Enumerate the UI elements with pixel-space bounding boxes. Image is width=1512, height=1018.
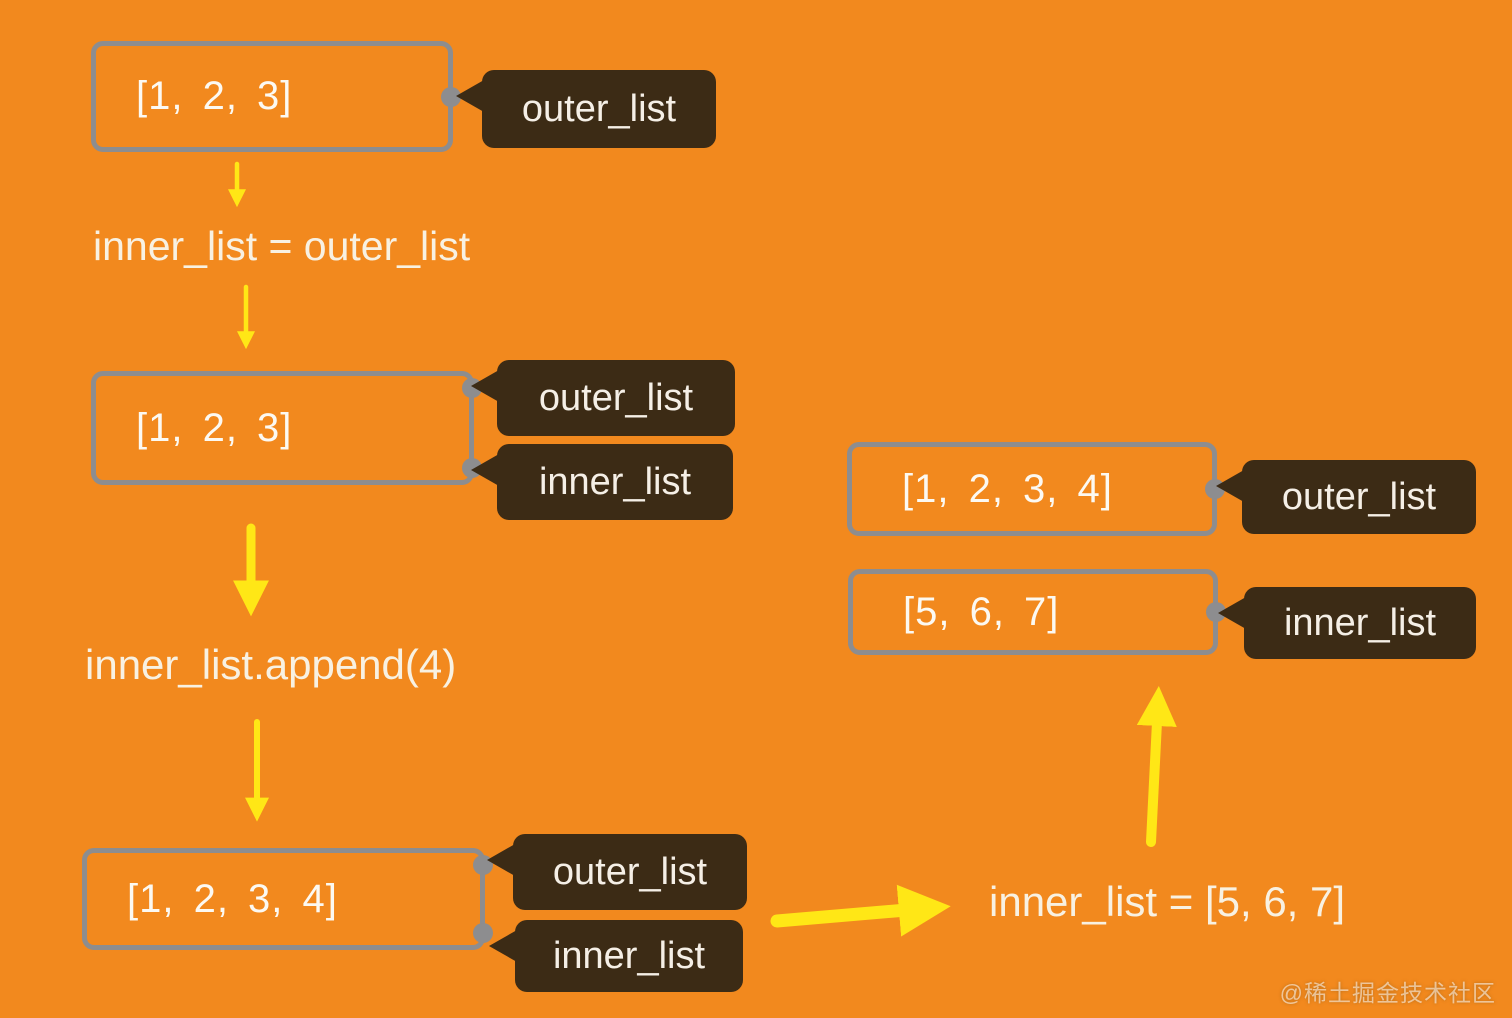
list-value: [5, 6, 7] bbox=[903, 589, 1060, 634]
tag-label: inner_list bbox=[538, 460, 692, 503]
statement-reassign: inner_list = [5, 6, 7] bbox=[989, 878, 1346, 925]
label-tag-inner-list-2: inner_list bbox=[471, 444, 733, 520]
list-box-inner-final: [5, 6, 7] bbox=[848, 569, 1226, 655]
label-tag-inner-list-3: inner_list bbox=[489, 920, 743, 992]
label-tag-outer-list-4: outer_list bbox=[1216, 460, 1476, 534]
label-tag-outer-list-2: outer_list bbox=[471, 360, 735, 436]
tag-label: outer_list bbox=[552, 850, 708, 893]
statement-append: inner_list.append(4) bbox=[85, 641, 457, 688]
list-value: [1, 2, 3, 4] bbox=[902, 466, 1113, 511]
label-tag-inner-list-5: inner_list bbox=[1218, 587, 1476, 659]
list-value: [1, 2, 3] bbox=[136, 74, 293, 118]
tag-label: outer_list bbox=[538, 376, 694, 419]
arrow-up-icon bbox=[1136, 686, 1177, 847]
list-value: [1, 2, 3, 4] bbox=[127, 876, 338, 921]
list-value: [1, 2, 3] bbox=[136, 405, 293, 450]
tag-label: inner_list bbox=[552, 934, 706, 977]
list-box-original: [1, 2, 3] bbox=[91, 41, 461, 152]
statement-assign-alias: inner_list = outer_list bbox=[93, 223, 471, 269]
label-tag-outer-list-1: outer_list bbox=[456, 70, 716, 148]
list-box-outer-final: [1, 2, 3, 4] bbox=[847, 442, 1225, 536]
connector-dot bbox=[473, 923, 493, 943]
tag-label: outer_list bbox=[521, 87, 677, 130]
list-box-aliased: [1, 2, 3] bbox=[91, 371, 482, 485]
label-tag-outer-list-3: outer_list bbox=[487, 834, 747, 910]
list-box-appended: [1, 2, 3, 4] bbox=[82, 848, 493, 950]
arrow-right-icon bbox=[770, 884, 951, 937]
tag-label: outer_list bbox=[1281, 475, 1437, 518]
watermark-text: @稀土掘金技术社区 bbox=[1279, 980, 1496, 1006]
tag-label: inner_list bbox=[1283, 601, 1437, 644]
